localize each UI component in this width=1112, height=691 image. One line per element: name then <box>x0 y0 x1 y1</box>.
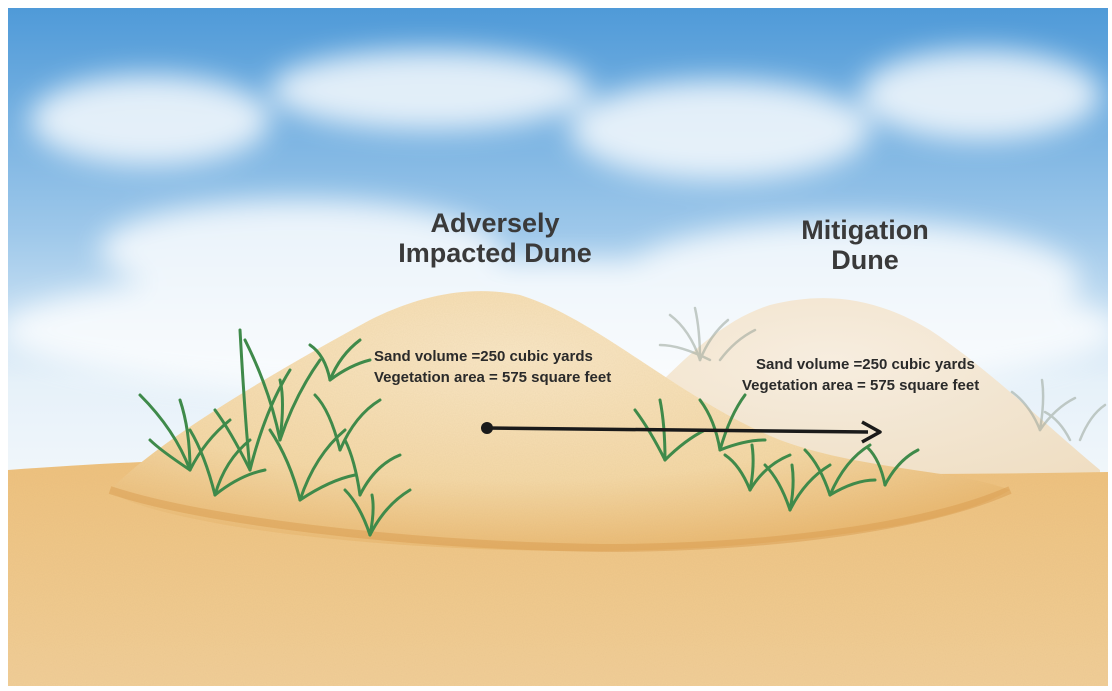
impacted-vegetation-area: Vegetation area = 575 square feet <box>374 367 611 388</box>
mitigation-dune-title-line2: Dune <box>765 245 965 275</box>
impacted-dune-stats: Sand volume =250 cubic yards Vegetation … <box>374 346 611 388</box>
impacted-dune-title-line1: Adversely <box>375 208 615 238</box>
mitigation-dune-title-line1: Mitigation <box>765 215 965 245</box>
mitigation-dune-stats: Sand volume =250 cubic yards Vegetation … <box>742 354 979 396</box>
impacted-dune-title-line2: Impacted Dune <box>375 238 615 268</box>
mitigation-dune-title: Mitigation Dune <box>765 215 965 275</box>
mitigation-vegetation-area: Vegetation area = 575 square feet <box>742 375 979 396</box>
impacted-dune-title: Adversely Impacted Dune <box>375 208 615 268</box>
mitigation-sand-volume: Sand volume =250 cubic yards <box>742 354 979 375</box>
impacted-sand-volume: Sand volume =250 cubic yards <box>374 346 611 367</box>
